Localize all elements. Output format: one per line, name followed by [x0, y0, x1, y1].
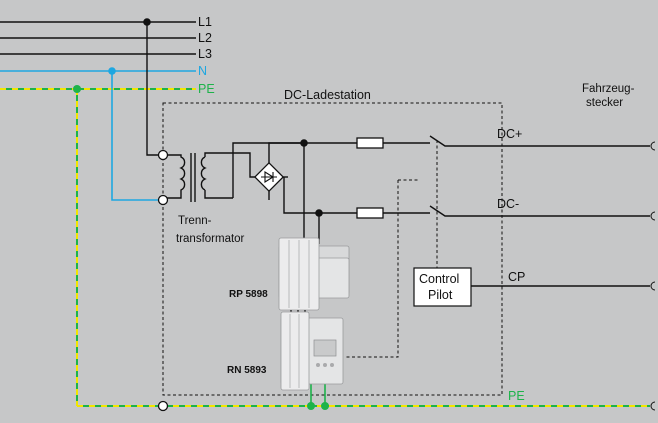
primary-winding: [167, 154, 186, 199]
cp-plug-terminal: [650, 281, 656, 291]
transformer-terminal-top: [157, 149, 169, 161]
rectifier-bridge: [232, 142, 304, 200]
rectifier-bottom-wire: [232, 142, 270, 200]
junction-n: [108, 67, 116, 75]
transformer-terminal-bottom: [157, 194, 169, 206]
transformer-label-1: Trenn-: [178, 215, 212, 227]
junction-pe: [73, 85, 81, 93]
rectifier-left-wire: [249, 176, 255, 178]
n-feed-wire: [111, 71, 163, 201]
label-cp: CP: [508, 270, 525, 284]
vehicle-plug-label-2: stecker: [586, 97, 623, 109]
rn-indicator-3: [330, 363, 334, 367]
label-device-rn: RN 5893: [227, 365, 267, 376]
control-pilot-label-2: Pilot: [428, 288, 453, 302]
vehicle-plug-label-1: Fahrzeug-: [582, 83, 635, 95]
rn-indicator-1: [316, 363, 320, 367]
mains-lines: L1 L2 L3 N PE: [0, 15, 215, 96]
junction-l1: [143, 18, 151, 26]
pe-plug-terminal: [650, 401, 656, 411]
device-rp-5898: [278, 237, 350, 318]
label-n: N: [198, 64, 207, 78]
control-pilot-label-1: Control: [419, 272, 459, 286]
device-rn-5893: [280, 311, 344, 391]
dc-plus-switch: [429, 135, 650, 147]
label-dc-plus: DC+: [497, 127, 522, 141]
rn-display: [313, 339, 337, 357]
transformer-label-2: transformator: [176, 233, 245, 245]
secondary-winding: [200, 152, 251, 199]
label-pe: PE: [198, 82, 215, 96]
rn-body-left: [280, 311, 310, 391]
junction-pe-device-2: [321, 402, 329, 410]
label-l1: L1: [198, 15, 212, 29]
dc-plus-plug-terminal: [650, 141, 656, 151]
rn-indicator-2: [323, 363, 327, 367]
pe-terminal-left: [157, 400, 169, 412]
label-dc-minus: DC-: [497, 197, 519, 211]
dc-plus-fuse: [356, 137, 384, 149]
junction-pe-device-1: [307, 402, 315, 410]
label-pe-bottom: PE: [508, 389, 525, 403]
dc-minus-plug-terminal: [650, 211, 656, 221]
station-boundary: [162, 102, 503, 396]
diode-icon: [261, 171, 277, 183]
isolation-transformer: [157, 149, 251, 206]
label-device-rp: RP 5898: [229, 289, 268, 300]
l1-feed-wire: [146, 22, 163, 156]
control-pilot-box: [413, 267, 472, 307]
label-l2: L2: [198, 31, 212, 45]
station-title: DC-Ladestation: [284, 88, 371, 102]
dc-minus-fuse: [356, 207, 384, 219]
label-l3: L3: [198, 47, 212, 61]
device-to-switch-link: [345, 179, 419, 358]
rectifier-top-wire: [268, 142, 304, 163]
dc-minus-switch: [429, 205, 650, 217]
dc-minus-rail: [283, 177, 430, 214]
